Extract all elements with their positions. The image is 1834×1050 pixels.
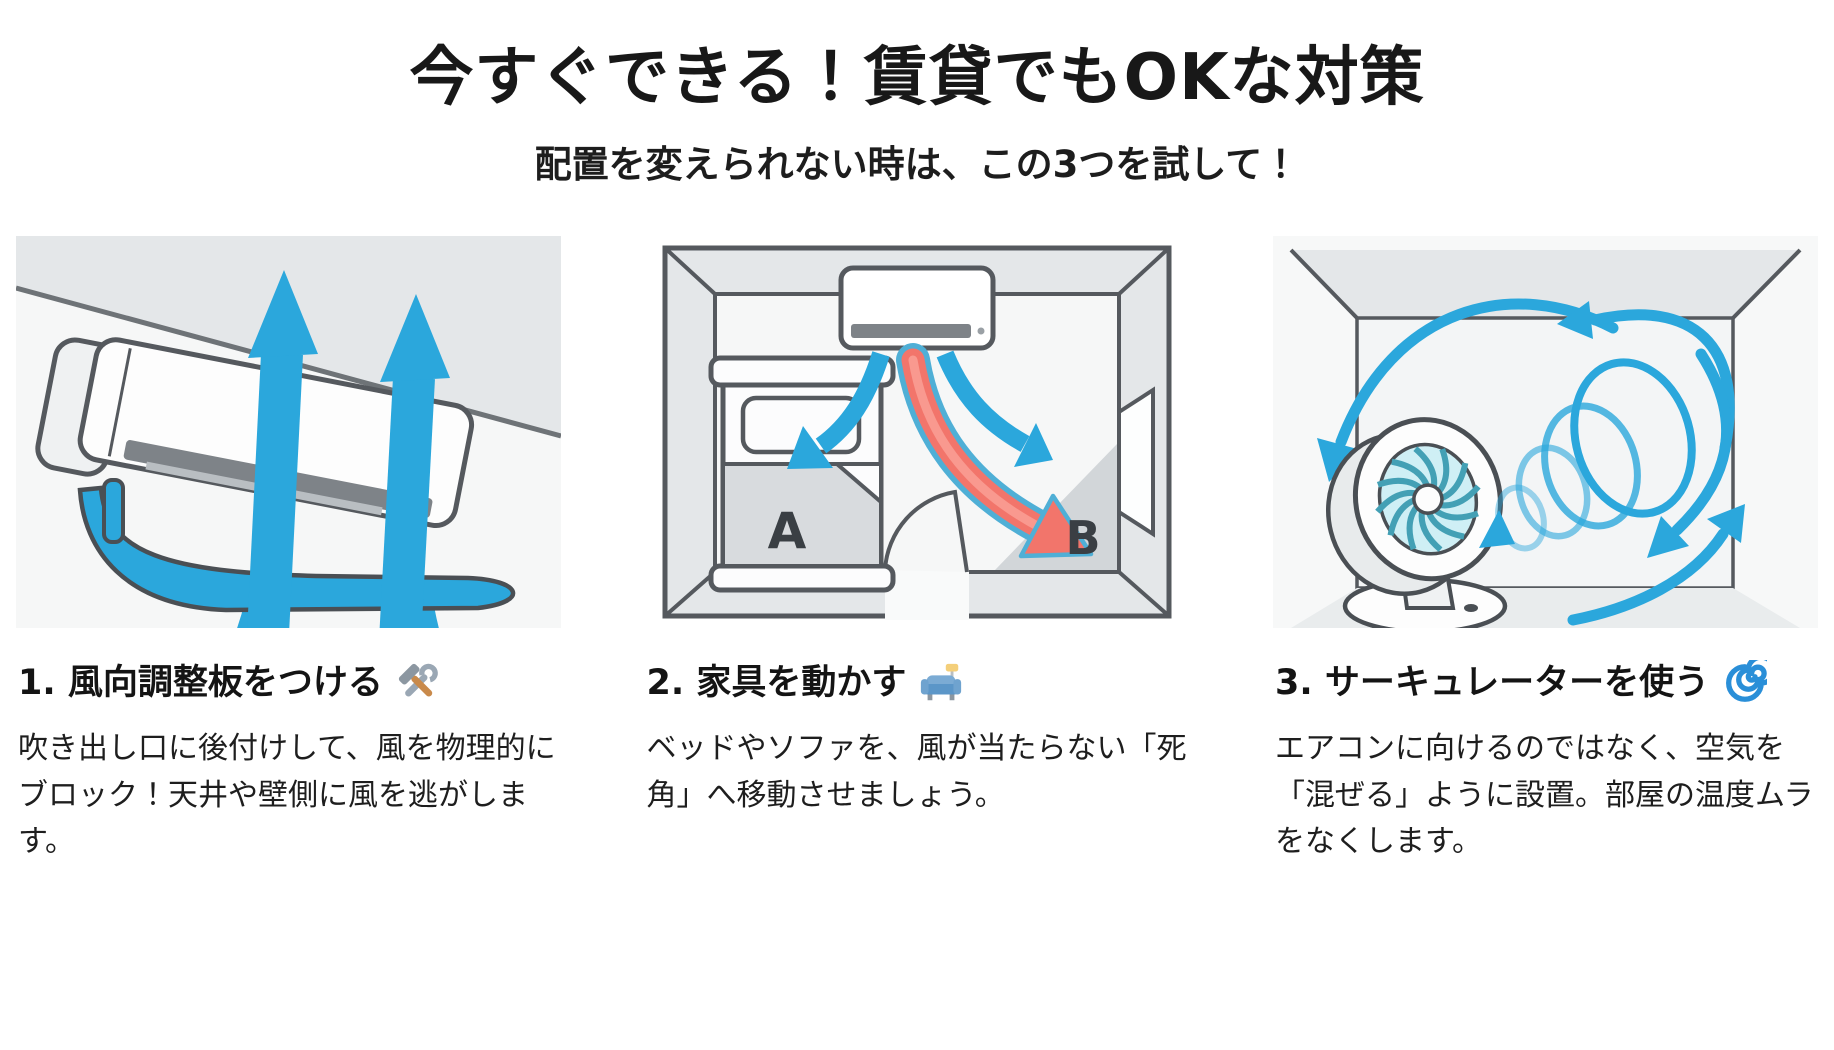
circulator-fan-illustration xyxy=(1273,236,1818,628)
circulator-fan xyxy=(1325,417,1508,628)
room-edges xyxy=(1289,248,1802,320)
tip-3-heading: 3. サーキュレーターを使う xyxy=(1275,660,1818,706)
hammer-and-wrench-icon xyxy=(395,660,441,706)
bed: A xyxy=(708,355,895,593)
coil-arrowhead xyxy=(1479,510,1515,548)
room-floor-plan-illustration: A B xyxy=(662,245,1171,620)
tip-3-body: エアコンに向けるのではなく、空気を「混ぜる」ように設置。部屋の温度ムラをなくしま… xyxy=(1275,731,1814,859)
ceiling-trapezoid xyxy=(1291,250,1800,318)
ac-deflector-illustration xyxy=(16,236,561,628)
cyclone-icon xyxy=(1721,660,1768,706)
door xyxy=(882,489,969,620)
ac-unit-plan xyxy=(838,265,995,351)
window xyxy=(1116,386,1155,538)
tip-panel-3: 3. サーキュレーターを使う エアコンに向けるのではなく、空気を「混ぜる」ように… xyxy=(1273,236,1818,866)
tip-2-body: ベッドやソファを、風が当たらない「死角」へ移動させましょう。 xyxy=(646,731,1187,813)
page-title: 今すぐできる！賃貸でもOKな対策 xyxy=(409,41,1425,115)
bed-position-label: A xyxy=(767,502,806,560)
couch-and-lamp-icon xyxy=(918,660,964,706)
move-to-corner-arrow xyxy=(895,343,1093,559)
tips-columns: 1. 風向調整板をつける 吹き出し口に後付けして、風を物理的にブロック xyxy=(0,236,1834,866)
tip-3-heading-text: 3. サーキュレーターを使う xyxy=(1275,662,1710,703)
tip-1-heading-text: 1. 風向調整板をつける xyxy=(18,662,383,703)
tip-1-heading: 1. 風向調整板をつける xyxy=(18,660,561,706)
corner-position-label: B xyxy=(1065,511,1100,565)
cold-airflow-arrows xyxy=(786,350,1053,469)
circulation-arrows xyxy=(1335,298,1735,626)
wall-corner-bevels xyxy=(663,246,1170,618)
tip-2-heading-text: 2. 家具を動かす xyxy=(646,662,907,703)
tip-panel-1: 1. 風向調整板をつける 吹き出し口に後付けして、風を物理的にブロック xyxy=(16,236,561,866)
tip-panel-2: A B 2. 家具を動かす xyxy=(645,236,1190,866)
circulation-arrowheads xyxy=(1317,301,1745,558)
infographic-page: 今すぐできる！賃貸でもOKな対策 配置を変えられない時は、この3つを試して！ xyxy=(0,26,1834,1050)
up-airflow-arrows xyxy=(247,270,450,628)
page-subtitle: 配置を変えられない時は、この3つを試して！ xyxy=(534,143,1300,186)
tip-1-body: 吹き出し口に後付けして、風を物理的にブロック！天井や壁側に風を逃がします。 xyxy=(18,731,556,859)
tip-2-heading: 2. 家具を動かす xyxy=(647,660,1190,706)
spiral-airflow-coils xyxy=(1495,358,1696,552)
